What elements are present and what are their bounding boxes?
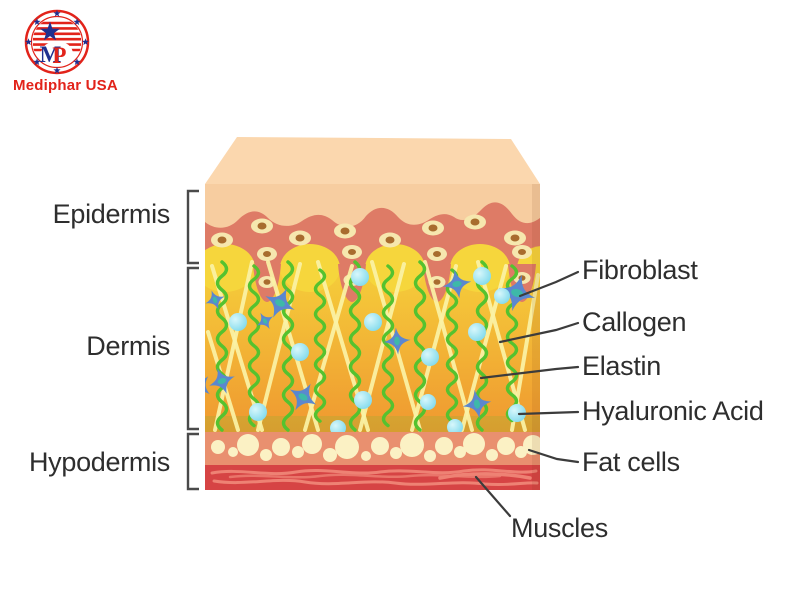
logo-brand-text: Mediphar USA <box>13 77 118 94</box>
muscles-leader-line <box>474 475 512 518</box>
fat-cells-leader-line <box>527 448 580 464</box>
elastin-label: Elastin <box>582 351 661 381</box>
fibroblast-label: Fibroblast <box>582 255 698 285</box>
dermis-label: Dermis <box>86 331 170 361</box>
callogen-leader-line <box>498 321 580 344</box>
callogen-label: Callogen <box>582 307 687 337</box>
hyaluronic-acid-label: Hyaluronic Acid <box>582 396 764 426</box>
mediphar-logo: MP <box>24 9 90 75</box>
epidermis-bracket <box>186 189 199 265</box>
hypodermis-bracket <box>186 432 199 491</box>
elastin-leader-line <box>479 365 580 380</box>
fat-cells-label: Fat cells <box>582 447 680 477</box>
hypodermis-label: Hypodermis <box>28 447 170 477</box>
block-right-shade <box>532 184 540 490</box>
muscles-label: Muscles <box>511 513 608 543</box>
hyaluronic-acid-droplets <box>229 267 526 436</box>
logo-monogram: MP <box>40 42 67 68</box>
hyaluronic-leader-line <box>517 410 580 416</box>
skin-top-face <box>205 137 540 184</box>
dermis-bracket <box>186 266 199 431</box>
fibroblast-leader-line <box>518 270 580 298</box>
skin-front-face <box>205 184 540 490</box>
fibroblast-cells <box>205 267 540 421</box>
epidermis-label: Epidermis <box>52 199 171 229</box>
leader-lines <box>474 270 580 518</box>
hypodermis-fat-layer <box>205 432 540 465</box>
muscle-layer <box>205 465 540 490</box>
layer-brackets <box>186 189 199 491</box>
